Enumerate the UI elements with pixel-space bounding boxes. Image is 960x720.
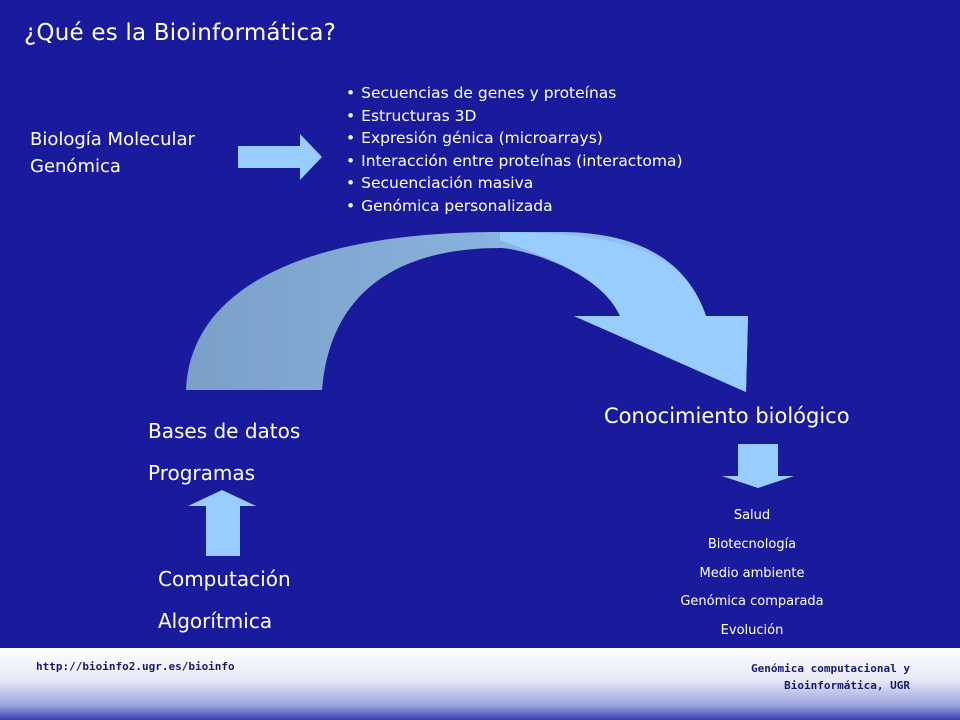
footer-course-name: Genómica computacional y Bioinformática,… (670, 660, 910, 694)
list-item: Interacción entre proteínas (interactoma… (346, 150, 682, 173)
databases-block: Bases de datos Programas (148, 410, 300, 494)
list-item: Medio ambiente (699, 565, 805, 581)
down-arrow-icon (722, 444, 794, 488)
list-item: Genómica comparada (680, 594, 824, 610)
up-arrow-icon (188, 490, 256, 556)
list-item: Evolución (720, 623, 784, 639)
footer: http://bioinfo2.ugr.es/bioinfo Genómica … (0, 648, 960, 720)
footer-url-link[interactable]: http://bioinfo2.ugr.es/bioinfo (36, 660, 235, 673)
computation-block: Computación Algorítmica (158, 558, 291, 642)
applications-list: Salud Biotecnología Medio ambiente Genóm… (630, 502, 874, 646)
databases-label: Bases de datos (148, 419, 301, 443)
list-item: Expresión génica (microarrays) (346, 127, 683, 150)
computation-label: Computación (158, 567, 291, 591)
list-item: Genómica personalizada (346, 195, 683, 218)
page-title: ¿Qué es la Bioinformática? (24, 20, 337, 46)
list-item: Secuencias de genes y proteínas (346, 82, 683, 105)
biology-heading-line2: Genómica (30, 156, 121, 177)
programs-label: Programas (148, 461, 256, 485)
curved-arrow-icon (186, 232, 748, 392)
right-arrow-icon (238, 134, 322, 180)
footer-course-line1: Genómica computacional y (751, 662, 910, 675)
list-item: Salud (733, 508, 771, 523)
biology-heading-line1: Biología Molecular (30, 129, 195, 150)
list-item: Estructuras 3D (346, 105, 683, 128)
data-sources-list: Secuencias de genes y proteínas Estructu… (346, 82, 683, 218)
footer-course-line2: Bioinformática, UGR (784, 679, 910, 692)
biology-heading: Biología Molecular Genómica (30, 126, 195, 180)
list-item: Secuenciación masiva (346, 172, 683, 195)
algorithmic-label: Algorítmica (158, 609, 273, 633)
knowledge-label: Conocimiento biológico (604, 404, 850, 428)
list-item: Biotecnología (707, 536, 797, 552)
